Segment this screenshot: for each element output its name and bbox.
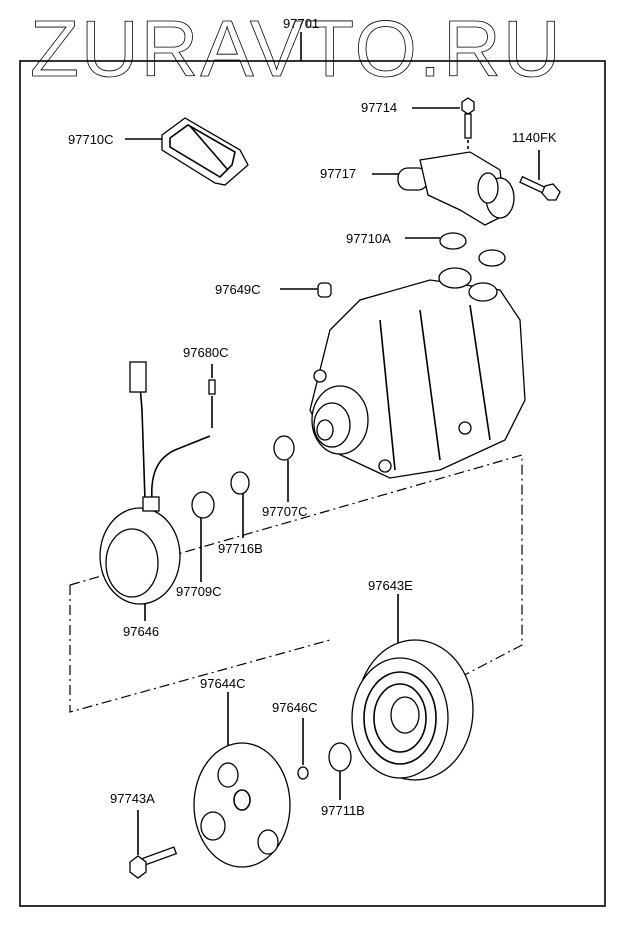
label-97707C: 97707C [262, 504, 308, 519]
pressure-plate-97644C [193, 742, 291, 868]
o-ring-97710A-2 [478, 249, 506, 267]
bolt-1140FK [519, 175, 561, 201]
label-97644C: 97644C [200, 676, 246, 691]
valve-97717 [397, 151, 515, 226]
seal-97707C [273, 435, 295, 461]
compressor-body [309, 267, 526, 479]
label-97710A: 97710A [346, 231, 391, 246]
assembly-boundary-2 [69, 454, 523, 681]
label-97711B: 97711B [321, 803, 365, 818]
bearing-97709C [191, 491, 215, 519]
label-97709C: 97709C [176, 584, 222, 599]
cap-97649C [317, 282, 332, 298]
label-97646C: 97646C [272, 700, 318, 715]
snap-ring-97711B [328, 742, 352, 772]
snap-ring-97716B [230, 471, 250, 495]
pulley-97643E [351, 639, 474, 781]
label-97716B: 97716B [218, 541, 263, 556]
diagram-frame [19, 60, 606, 907]
label-97743A: 97743A [110, 791, 155, 806]
label-1140FK: 1140FK [512, 130, 557, 145]
gasket-97710C [161, 117, 249, 186]
label-97701: 97701 [283, 16, 319, 31]
field-coil-97646 [99, 361, 211, 605]
assembly-boundary [69, 585, 331, 713]
watermark: ZURAVTO.RU [30, 4, 563, 93]
label-97643E: 97643E [368, 578, 413, 593]
screw-97680C [208, 379, 216, 395]
bolt-97743A [129, 846, 178, 879]
leader-lines [125, 32, 540, 855]
label-97646: 97646 [123, 624, 159, 639]
label-97714: 97714 [361, 100, 397, 115]
label-97649C: 97649C [215, 282, 261, 297]
part-labels: 97701 97714 97710C 1140FK 97717 97710A 9… [68, 16, 557, 818]
shim-97646C [297, 766, 309, 780]
label-97680C: 97680C [183, 345, 229, 360]
label-97710C: 97710C [68, 132, 114, 147]
o-ring-97710A [439, 232, 467, 250]
label-97717: 97717 [320, 166, 356, 181]
